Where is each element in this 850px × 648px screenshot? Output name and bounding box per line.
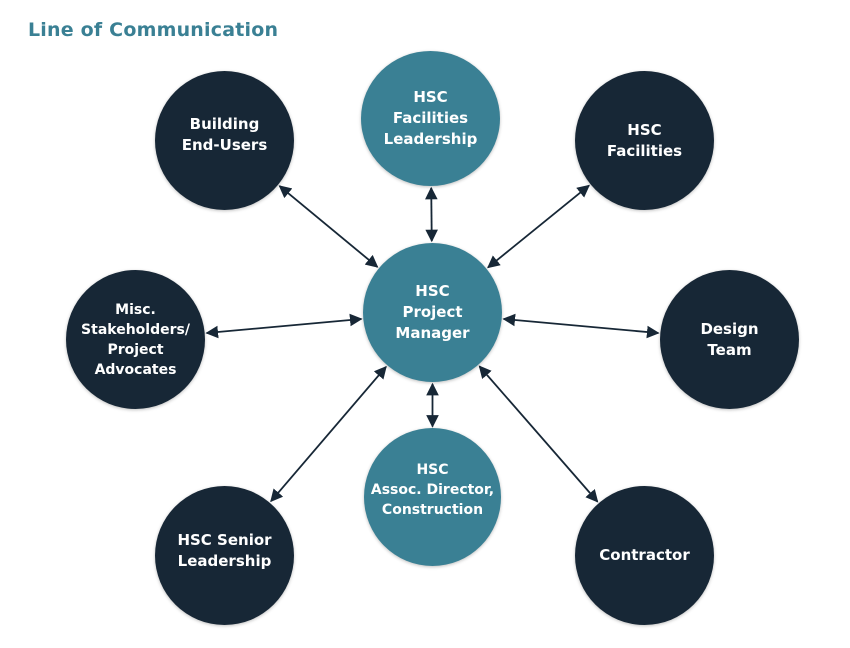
edge-arrow-design-team bbox=[502, 313, 660, 339]
node-contractor: Contractor bbox=[575, 486, 714, 625]
node-label: Building End-Users bbox=[181, 114, 268, 154]
node-building-end-users: Building End-Users bbox=[155, 71, 294, 210]
node-label: Contractor bbox=[599, 546, 690, 564]
edge-arrow-building-end-users bbox=[278, 185, 379, 268]
edge-arrow-senior-leadership bbox=[270, 365, 387, 503]
node-design-team: Design Team bbox=[660, 270, 799, 409]
node-misc-stakeholders: Misc. Stakeholders/ Project Advocates bbox=[66, 270, 205, 409]
node-assoc-director: HSC Assoc. Director, Construction bbox=[364, 428, 501, 566]
edge-arrow-facilities-leadership bbox=[425, 186, 438, 243]
node-label: Misc. Stakeholders/ Project Advocates bbox=[81, 301, 190, 378]
node-label: HSC Assoc. Director, Construction bbox=[370, 462, 495, 518]
diagram-title: Line of Communication bbox=[28, 19, 279, 41]
node-project-manager: HSC Project Manager bbox=[363, 243, 502, 382]
node-label: HSC Senior Leadership bbox=[177, 530, 272, 570]
edge-arrow-facilities bbox=[487, 184, 590, 269]
node-senior-leadership: HSC Senior Leadership bbox=[155, 486, 294, 625]
node-label: HSC Facilities bbox=[606, 120, 683, 160]
node-label: HSC Facilities Leadership bbox=[383, 88, 478, 148]
node-label: Design Team bbox=[700, 319, 759, 359]
node-facilities: HSC Facilities bbox=[575, 71, 714, 210]
node-label: HSC Project Manager bbox=[395, 282, 470, 342]
node-facilities-leadership: HSC Facilities Leadership bbox=[361, 51, 500, 186]
edge-arrow-contractor bbox=[478, 365, 599, 503]
edge-arrow-misc-stakeholders bbox=[205, 313, 363, 339]
